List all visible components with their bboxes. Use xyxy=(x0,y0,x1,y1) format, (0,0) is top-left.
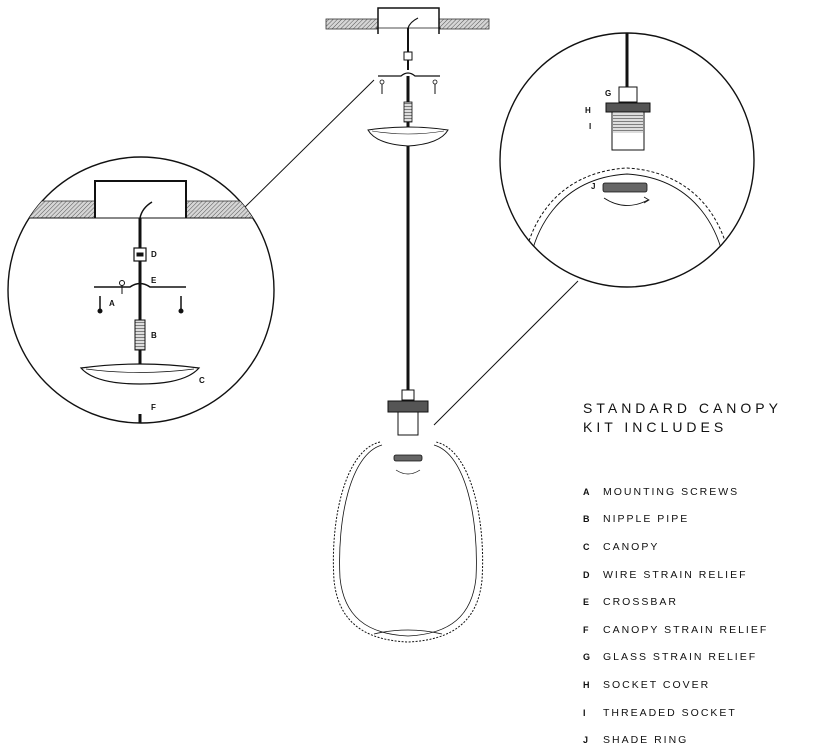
callout-h: H xyxy=(585,106,591,115)
callout-a: A xyxy=(109,299,115,308)
threaded-socket xyxy=(397,411,419,436)
wire-strain-relief xyxy=(403,51,413,61)
legend-text: THREADED SOCKET xyxy=(603,706,737,719)
kit-title: STANDARD CANOPY KIT INCLUDES xyxy=(583,399,828,437)
callout-e: E xyxy=(151,276,157,285)
crossbar xyxy=(378,72,440,77)
legend-item: I THREADED SOCKET xyxy=(583,699,828,727)
legend-item: C CANOPY xyxy=(583,533,828,561)
legend-item: B NIPPLE PIPE xyxy=(583,506,828,534)
legend-text: CROSSBAR xyxy=(603,596,678,609)
legend-text: SHADE RING xyxy=(603,734,689,747)
parts-legend: A MOUNTING SCREWS B NIPPLE PIPE C CANOPY D W… xyxy=(583,478,828,754)
legend-text: NIPPLE PIPE xyxy=(603,513,690,526)
legend-text: GLASS STRAIN RELIEF xyxy=(603,651,758,664)
junction-box xyxy=(377,7,440,34)
callout-i: I xyxy=(589,122,591,131)
callout-b: B xyxy=(151,331,157,340)
callout-d: D xyxy=(151,250,157,259)
main-pendant xyxy=(325,7,490,643)
legend-key: F xyxy=(583,624,590,635)
callout-c: C xyxy=(199,376,205,385)
legend-key: H xyxy=(583,679,591,690)
legend-key: G xyxy=(583,652,592,663)
callout-j: J xyxy=(591,182,595,191)
legend-key: A xyxy=(583,486,591,497)
legend-key: J xyxy=(583,735,590,746)
legend-item: J SHADE RING xyxy=(583,726,828,754)
left-detail-connector xyxy=(239,79,375,213)
right-detail-connector xyxy=(433,280,579,426)
legend-text: SOCKET COVER xyxy=(603,678,711,691)
glass-shade xyxy=(332,441,484,643)
legend-key: E xyxy=(583,597,591,608)
kit-title-line-1: STANDARD CANOPY xyxy=(583,400,782,416)
ceiling-right xyxy=(438,18,490,30)
nipple-pipe xyxy=(403,101,413,123)
legend-item: F CANOPY STRAIN RELIEF xyxy=(583,616,828,644)
legend-item: G GLASS STRAIN RELIEF xyxy=(583,644,828,672)
legend-item: A MOUNTING SCREWS xyxy=(583,478,828,506)
legend-item: H SOCKET COVER xyxy=(583,671,828,699)
shade-ring xyxy=(393,454,423,462)
legend-item: D WIRE STRAIN RELIEF xyxy=(583,561,828,589)
legend-text: CANOPY xyxy=(603,540,660,553)
callout-g: G xyxy=(605,89,611,98)
callout-f: F xyxy=(151,403,156,412)
legend-key: C xyxy=(583,541,591,552)
right-detail-circle: G H I J xyxy=(499,32,755,288)
left-detail-circle: D E A B C F xyxy=(7,156,275,424)
ceiling-left xyxy=(325,18,379,30)
socket-cover xyxy=(387,400,429,413)
legend-text: MOUNTING SCREWS xyxy=(603,485,740,498)
canopy xyxy=(367,126,449,147)
legend-text: CANOPY STRAIN RELIEF xyxy=(603,623,769,636)
legend-key: B xyxy=(583,514,591,525)
legend-key: D xyxy=(583,569,591,580)
legend-key: I xyxy=(583,707,587,718)
kit-title-line-2: KIT INCLUDES xyxy=(583,419,728,435)
legend-item: E CROSSBAR xyxy=(583,588,828,616)
supply-wire xyxy=(407,17,419,29)
legend-text: WIRE STRAIN RELIEF xyxy=(603,568,748,581)
glass-strain-relief xyxy=(401,389,415,401)
